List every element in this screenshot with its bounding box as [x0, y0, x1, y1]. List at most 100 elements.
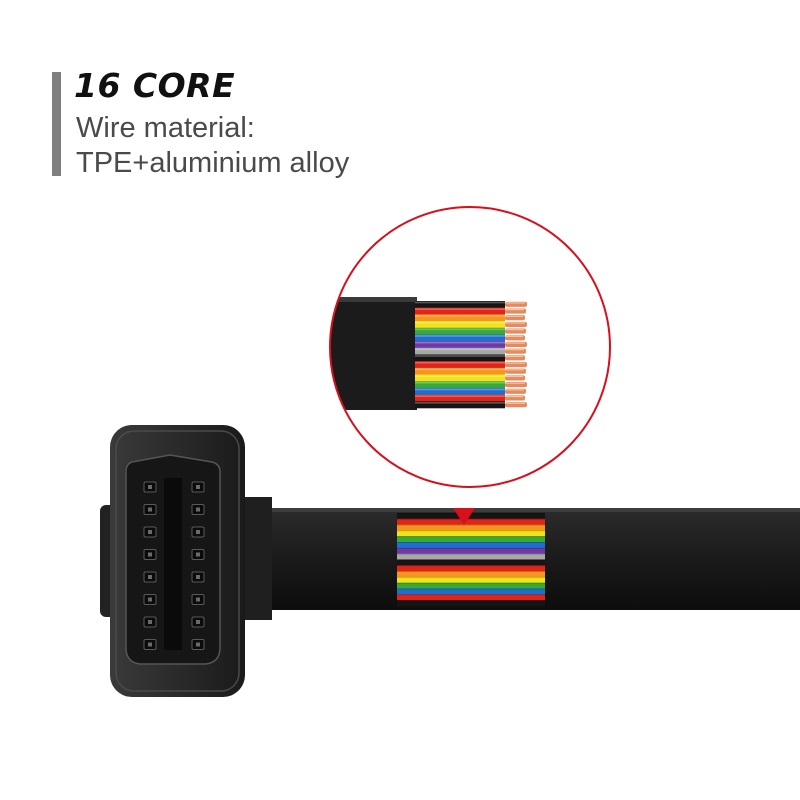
flat-cable: [258, 508, 800, 610]
exposed-wires: [397, 513, 545, 607]
zoom-wires: [415, 301, 527, 409]
wire-stripe: [397, 594, 545, 601]
wire-stripe: [397, 536, 545, 543]
wire-stripe: [397, 553, 545, 560]
zoom-wire-shine: [415, 301, 505, 304]
wire-stripe: [397, 518, 545, 526]
zoom-wire-shine: [415, 395, 505, 397]
connector-pin-hole: [148, 485, 152, 489]
connector-pin-hole: [148, 507, 152, 512]
connector-pin-hole: [148, 530, 152, 534]
accent-bar: [52, 72, 61, 176]
zoom-wire: [415, 381, 505, 389]
wire-stripe: [397, 565, 545, 572]
copper-shine: [505, 389, 524, 391]
zoom-wire: [415, 354, 505, 362]
wire-stripe: [397, 547, 545, 555]
zoom-jacket-highlight: [330, 297, 417, 302]
connector-pin-hole: [148, 575, 152, 579]
zoom-cable-jacket: [330, 297, 417, 410]
zoom-wire: [415, 321, 505, 329]
zoom-wire: [415, 307, 505, 315]
wire-stripe: [397, 530, 545, 537]
connector-pin-hole: [148, 642, 152, 647]
zoom-wire: [415, 347, 505, 355]
zoom-wire: [415, 367, 505, 375]
wire-stripe: [397, 542, 545, 549]
connector-pin-hole: [148, 552, 152, 557]
zoom-wire-shine: [415, 388, 505, 391]
zoom-wire-shine: [415, 368, 505, 371]
copper-shine: [505, 369, 524, 371]
copper-shine: [505, 302, 525, 304]
wire-stripe: [397, 588, 545, 595]
page-title: 16 CORE: [74, 66, 236, 105]
zoom-wire: [415, 341, 505, 349]
wire-separator: [397, 553, 545, 555]
connector-pin-hole: [196, 507, 200, 512]
zoom-wire-shine: [415, 375, 505, 377]
wire-stripe: [397, 513, 545, 520]
spec-label: Wire material:: [76, 112, 255, 144]
wire-stripe: [397, 559, 545, 566]
zoom-wire-shine: [415, 348, 505, 351]
zoom-wire-shine: [415, 355, 505, 357]
wire-separator: [397, 536, 545, 538]
copper-shine: [505, 395, 523, 398]
connector-pin-hole: [196, 575, 200, 579]
spec-value: TPE+aluminium alloy: [76, 147, 350, 179]
wire-separator: [397, 518, 545, 520]
zoom-wire: [415, 327, 505, 335]
copper-shine: [505, 329, 524, 331]
wire-separator: [397, 565, 545, 567]
copper-shine: [505, 309, 524, 311]
connector-pin-hole: [196, 552, 200, 557]
zoom-wire-shine: [415, 315, 505, 317]
copper-shine: [505, 342, 525, 344]
zoom-wire-shine: [415, 308, 505, 311]
wire-stripe: [397, 600, 545, 607]
magnifier-circle-icon: [329, 206, 611, 525]
copper-shine: [505, 349, 524, 351]
wire-separator: [397, 524, 545, 526]
zoom-wire: [415, 374, 505, 382]
copper-shine: [505, 362, 525, 364]
zoom-wire-shine: [415, 361, 505, 364]
zoom-wire-shine: [415, 335, 505, 337]
wire-separator: [397, 559, 545, 561]
obd2-connector-icon: [100, 425, 272, 697]
connector-pin-hole: [196, 530, 200, 534]
connector-key: [164, 478, 182, 650]
connector-pin-hole: [148, 620, 152, 624]
wire-separator: [397, 582, 545, 584]
zoom-wire: [415, 394, 505, 402]
magnifier-pointer: [453, 508, 475, 525]
copper-shine: [505, 382, 525, 384]
zoom-wire: [415, 334, 505, 342]
connector-pin-hole: [196, 620, 200, 624]
zoom-wire: [415, 301, 505, 308]
wire-separator: [397, 530, 545, 532]
zoom-wire: [415, 314, 505, 322]
copper-shine: [505, 315, 523, 317]
zoom-wire: [415, 401, 505, 409]
copper-shine: [505, 322, 525, 324]
zoom-wire-shine: [415, 341, 505, 344]
zoom-wire-shine: [415, 401, 505, 404]
connector-pin-hole: [148, 597, 152, 602]
wire-separator: [397, 576, 545, 578]
connector-pin-hole: [196, 485, 200, 489]
zoom-wire: [415, 387, 505, 395]
zoom-wire-shine: [415, 321, 505, 324]
wire-stripe: [397, 571, 545, 578]
wire-separator: [397, 594, 545, 596]
wire-separator: [397, 571, 545, 572]
wire-separator: [397, 600, 545, 601]
connector-rim: [115, 430, 240, 692]
magnifier-ring: [329, 206, 611, 488]
wire-separator: [397, 588, 545, 590]
zoom-wire: [415, 361, 505, 369]
copper-shine: [505, 375, 523, 378]
